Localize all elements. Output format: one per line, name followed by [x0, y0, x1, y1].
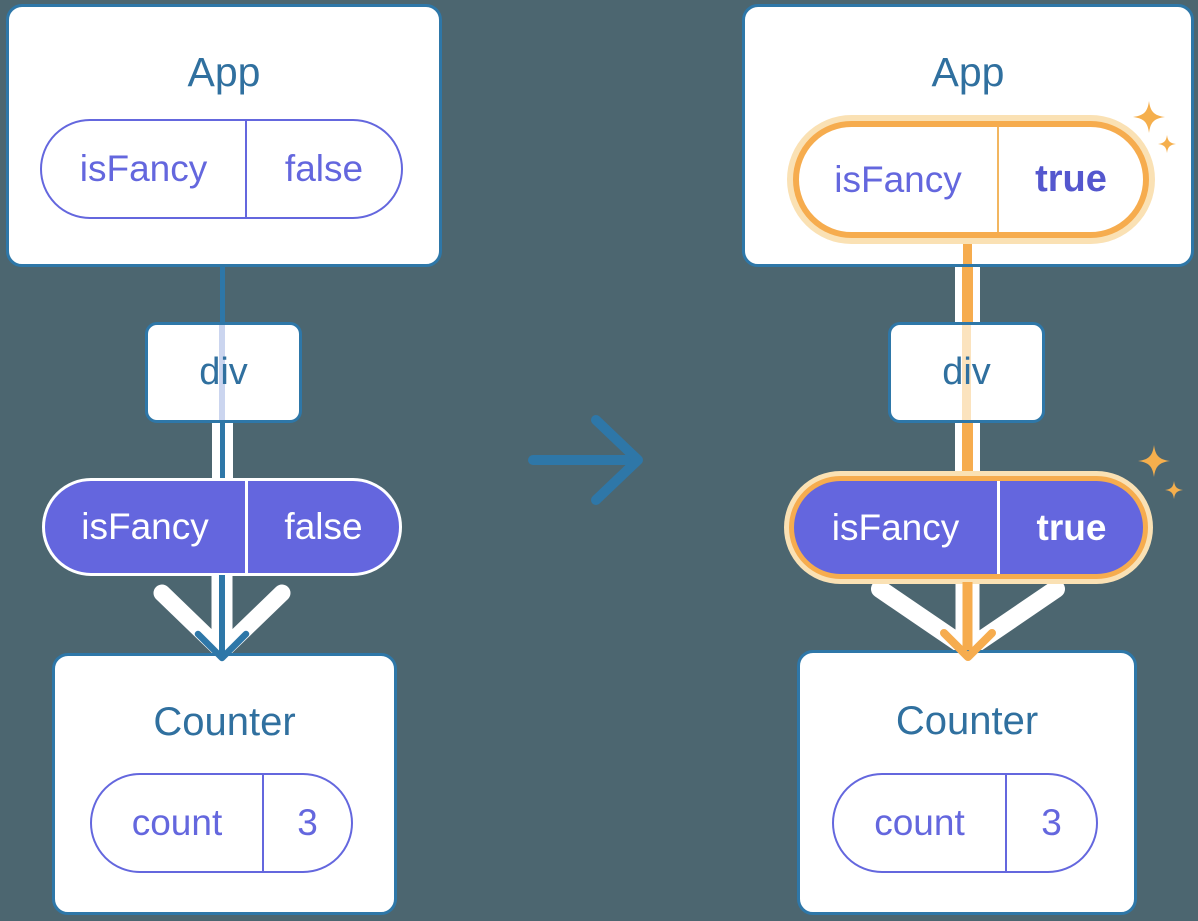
component-title: App — [187, 49, 261, 95]
prop-value: false — [284, 148, 364, 189]
passed-prop-pill-highlighted: isFancy true — [789, 476, 1148, 579]
counter-card: Counter count 3 — [52, 653, 397, 915]
prop-pipe-inside-app — [963, 234, 972, 264]
div-card: div — [145, 322, 302, 423]
div-label: div — [199, 351, 248, 393]
white-chevron-icon — [871, 580, 1065, 658]
component-title: Counter — [895, 699, 1039, 743]
transition-arrow-icon — [528, 415, 643, 505]
state-pill: count 3 — [832, 773, 1098, 873]
state-name: count — [874, 802, 965, 843]
prop-pipe-through-div — [219, 325, 225, 420]
component-title: App — [931, 49, 1005, 95]
prop-name: isFancy — [79, 148, 208, 189]
state-pill: count 3 — [90, 773, 353, 873]
div-card-fancy: div — [888, 322, 1045, 423]
state-value: 3 — [297, 802, 318, 843]
prop-pipe-app-div-fancy — [954, 265, 980, 324]
counter-card-fancy: Counter count 3 — [797, 650, 1137, 915]
prop-name: isFancy — [81, 506, 209, 547]
prop-name: isFancy — [834, 158, 962, 200]
prop-pipe-div-pill-fancy — [954, 421, 980, 478]
passed-prop-pill: isFancy false — [42, 478, 402, 576]
state-name: count — [131, 802, 223, 843]
tree-edge-app-div — [220, 265, 225, 324]
app-prop-pill: isFancy false — [40, 119, 403, 219]
white-chevron-icon — [153, 584, 291, 660]
prop-value: true — [1036, 506, 1107, 548]
app-card: App isFancy false — [6, 4, 442, 267]
app-prop-pill-highlighted: isFancy true — [793, 121, 1149, 238]
sparkle-icon — [1138, 445, 1170, 477]
div-label: div — [942, 351, 991, 393]
state-value: 3 — [1041, 802, 1062, 843]
prop-value: true — [1035, 158, 1107, 200]
prop-value: false — [284, 506, 363, 547]
component-title: Counter — [153, 700, 296, 744]
app-card-fancy: App isFancy true — [742, 4, 1194, 267]
prop-pipe-div-pill — [211, 421, 233, 480]
prop-pipe-through-div — [962, 325, 971, 420]
sparkle-icon — [1165, 481, 1183, 499]
prop-name: isFancy — [831, 506, 960, 548]
